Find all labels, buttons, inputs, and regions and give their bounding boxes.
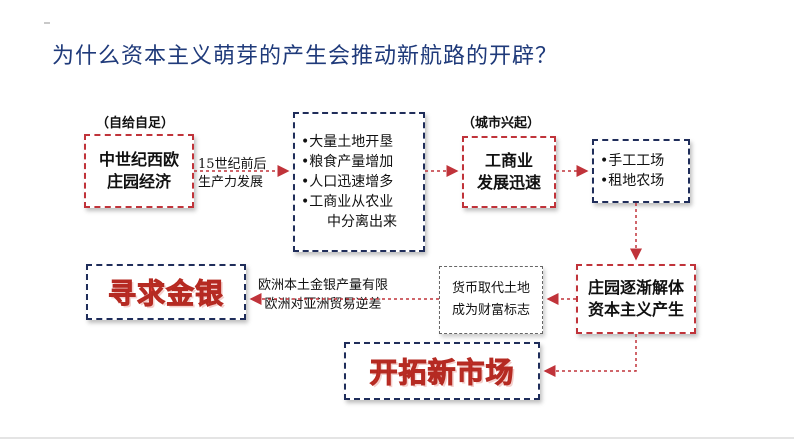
list-item: •粮食产量增加 (301, 154, 394, 170)
list-item: •租地农场 (600, 173, 665, 189)
list-item: •大量土地开垦 (301, 134, 394, 150)
europe-reasons-label: 欧洲本土金银产量有限 欧洲对亚洲贸易逆差 (258, 276, 388, 314)
box-line: 货币取代土地 (451, 281, 530, 296)
productivity-label: 15世纪前后 生产力发展 (198, 156, 267, 192)
footer-divider (0, 437, 794, 439)
box-line: 发展迅速 (476, 173, 541, 192)
box-line: 中世纪西欧 (98, 150, 179, 169)
box-line: 成为财富标志 (451, 303, 530, 318)
corner-mark (44, 22, 50, 24)
list-item: •手工工场 (600, 153, 665, 169)
seek-gold-silver-text: 寻求金银 (107, 277, 224, 311)
conditions-list-box: •大量土地开垦 •粮食产量增加 •人口迅速增多 •工商业从农业 中分离出来 (293, 112, 425, 252)
box-line: 庄园逐渐解体 (587, 278, 684, 297)
new-market-text: 开拓新市场 (369, 356, 515, 390)
box-line: 工商业 (484, 151, 533, 170)
workshops-box: •手工工场 •租地农场 (592, 139, 690, 203)
manor-economy-box: 中世纪西欧 庄园经济 (84, 134, 194, 208)
list-item: •人口迅速增多 (301, 174, 394, 190)
list-item: 中分离出来 (327, 214, 397, 230)
box-line: 资本主义产生 (587, 300, 684, 319)
capitalism-box: 庄园逐渐解体 资本主义产生 (576, 264, 696, 334)
city-rise-tag: （城市兴起） (462, 116, 541, 131)
list-item: •工商业从农业 (301, 194, 394, 210)
new-market-box: 开拓新市场 (344, 342, 540, 400)
label-line: 生产力发展 (198, 175, 264, 190)
box-line: 庄园经济 (106, 172, 171, 191)
currency-box: 货币取代土地 成为财富标志 (439, 266, 543, 334)
label-line: 欧洲本土金银产量有限 (258, 278, 389, 293)
arrow-capitalism-to-new-market (543, 334, 637, 377)
page-title: 为什么资本主义萌芽的产生会推动新航路的开辟？ (52, 44, 559, 69)
label-line: 欧洲对亚洲贸易逆差 (264, 297, 382, 312)
commerce-box: 工商业 发展迅速 (462, 136, 556, 208)
seek-gold-silver-box: 寻求金银 (86, 264, 246, 320)
self-sufficient-tag: （自给自足） (96, 116, 175, 131)
label-line: 15世纪前后 (198, 157, 267, 172)
